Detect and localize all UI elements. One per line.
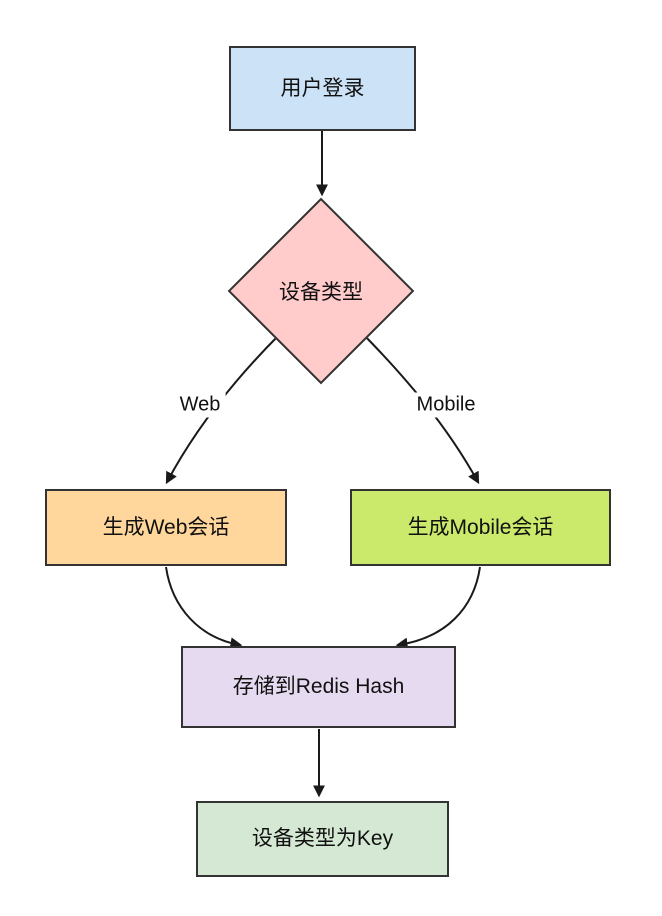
node-mobile-session-label: 生成Mobile会话: [407, 515, 554, 539]
node-user-login-label: 用户登录: [280, 76, 365, 100]
edge-label-web: Web: [174, 392, 226, 418]
node-device-key: 设备类型为Key: [196, 801, 449, 877]
node-device-type: 设备类型: [227, 197, 415, 385]
edge-mobile-session-to-redis-hash: [395, 566, 481, 650]
node-web-session: 生成Web会话: [45, 489, 287, 566]
edge-web-session-to-redis-hash: [165, 566, 243, 650]
node-device-key-label: 设备类型为Key: [251, 827, 394, 851]
node-user-login: 用户登录: [229, 46, 416, 131]
node-device-type-label: 设备类型: [279, 281, 363, 304]
node-redis-hash: 存储到Redis Hash: [181, 646, 456, 728]
node-redis-hash-label: 存储到Redis Hash: [232, 675, 405, 699]
node-mobile-session: 生成Mobile会话: [350, 489, 611, 566]
node-web-session-label: 生成Web会话: [102, 515, 230, 539]
edge-label-mobile: Mobile: [411, 392, 481, 418]
